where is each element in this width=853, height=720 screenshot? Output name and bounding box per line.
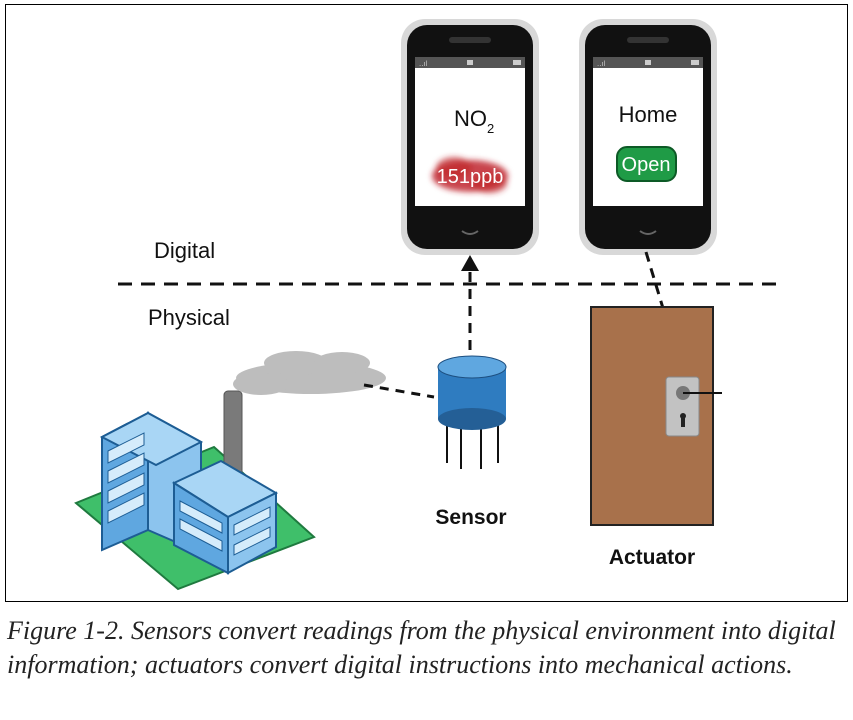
- svg-text:..ıl: ..ıl: [597, 60, 605, 68]
- open-button[interactable]: [616, 146, 677, 182]
- reading-cloud: [432, 157, 508, 193]
- sensor-arrow-head: [461, 255, 479, 271]
- physical-label: Physical: [148, 305, 230, 330]
- no2-reading: 151ppb: [437, 166, 504, 188]
- phone-to-actuator-arrow: [644, 251, 687, 382]
- digital-label: Digital: [154, 238, 215, 263]
- home-title: Home: [619, 102, 678, 127]
- sensor-label: Sensor: [435, 506, 506, 529]
- figure-frame: Digital Physical ..ıl NO2 151ppb ..ıl Ho…: [5, 4, 848, 602]
- sensor-device: [437, 355, 507, 469]
- factory-building: [74, 390, 316, 591]
- phone-no2: ..ıl: [401, 19, 539, 255]
- door-lock[interactable]: [665, 376, 722, 437]
- svg-text:..ıl: ..ıl: [419, 60, 427, 68]
- smoke-cloud: [233, 351, 386, 395]
- open-button-label: Open: [622, 154, 671, 176]
- phone-home: ..ıl: [579, 19, 717, 255]
- iot-diagram: Digital Physical ..ıl NO2 151ppb ..ıl Ho…: [74, 19, 781, 591]
- figure-caption: Figure 1-2. Sensors convert readings fro…: [7, 616, 836, 679]
- no2-title: NO2: [454, 106, 494, 136]
- smoke-to-sensor-line: [363, 383, 435, 399]
- actuator-label: Actuator: [609, 546, 695, 569]
